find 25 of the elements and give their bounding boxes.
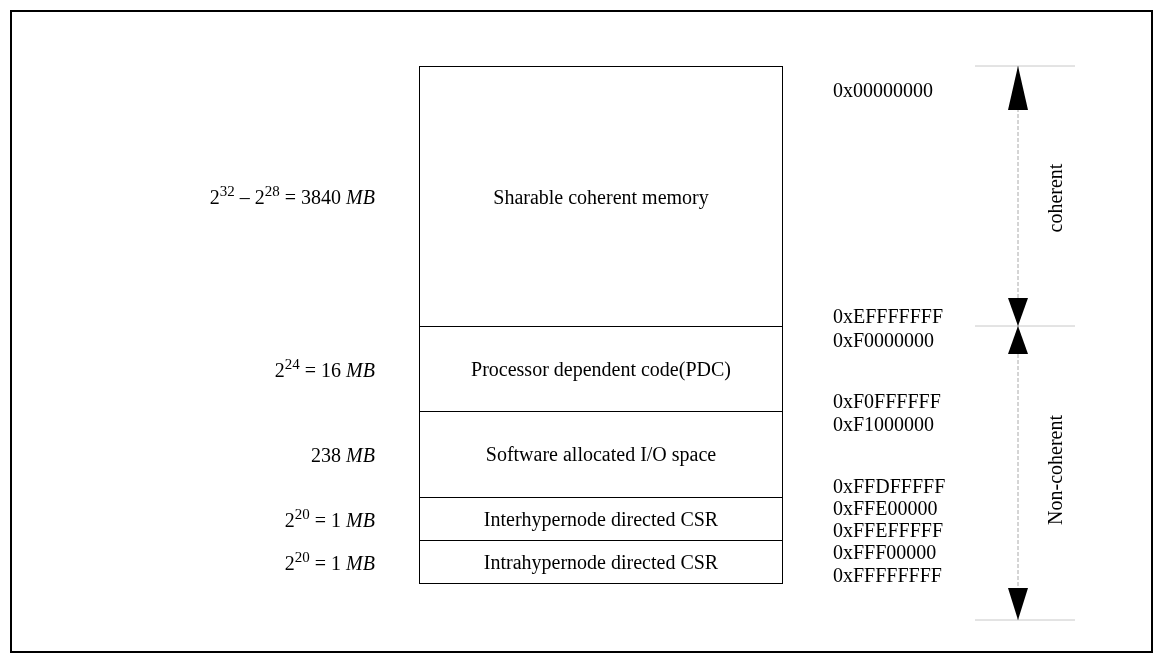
address-label: 0xEFFFFFFF <box>833 305 944 327</box>
region-label: Sharable coherent memory <box>493 184 709 210</box>
region-label: Intrahypernode directed CSR <box>483 549 719 575</box>
size-label: 2$^{24}$ = 16 MB <box>274 357 375 382</box>
address-label: 0xFFE00000 <box>833 497 938 519</box>
memory-region-box <box>419 497 783 541</box>
size-label: 2$^{20}$ = 1 MB <box>284 507 375 532</box>
memory-region-box <box>419 411 783 498</box>
address-label: 0xF0FFFFFF <box>833 390 941 412</box>
size-label: 238 MB <box>311 443 375 467</box>
region-label: Interhypernode directed CSR <box>483 506 719 532</box>
address-label: 0xFFDFFFFF <box>833 475 946 497</box>
address-label: 0x00000000 <box>833 79 933 101</box>
size-label: 2$^{20}$ = 1 MB <box>284 550 375 575</box>
region-label: Software allocated I/O space <box>485 442 717 467</box>
address-label: 0xFFF00000 <box>833 541 937 563</box>
address-label: 0xF0000000 <box>833 329 935 351</box>
size-label: 2$^{32}$ – 2$^{28}$ = 3840 MB <box>209 184 375 209</box>
memory-region-box <box>419 540 783 584</box>
region-label: Processor dependent code(PDC) <box>471 356 731 382</box>
address-label: 0xFFEFFFFF <box>833 519 944 541</box>
address-label: 0xF1000000 <box>833 413 935 435</box>
memory-region-box <box>419 66 783 328</box>
memory-region-box <box>419 326 783 412</box>
address-label: 0xFFFFFFFF <box>833 564 942 586</box>
